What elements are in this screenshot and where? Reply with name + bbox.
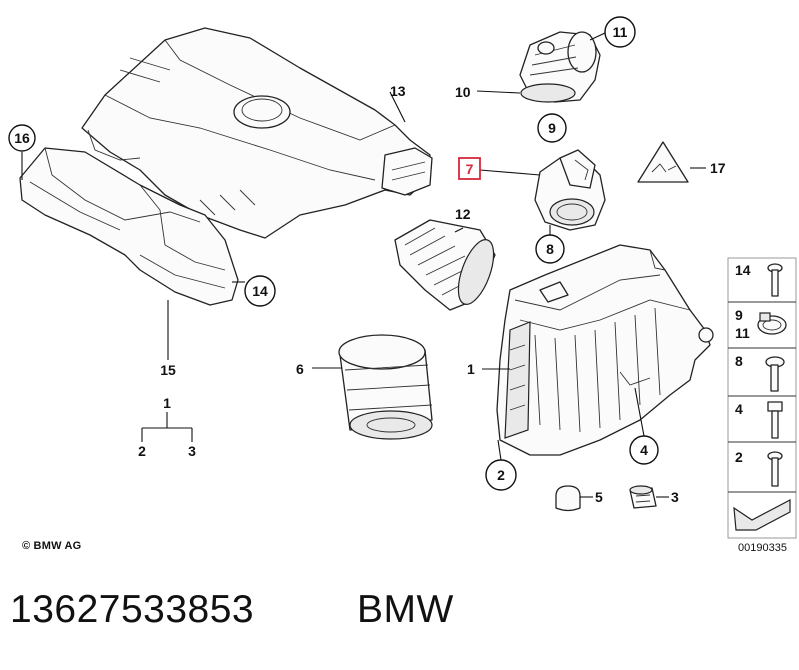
callout-8-label: 8 xyxy=(546,241,554,257)
leader-lines xyxy=(21,32,706,498)
intake-boot-part xyxy=(394,219,496,311)
grommet-part xyxy=(555,485,581,512)
side-row-3-label: 8 xyxy=(735,353,743,369)
side-row-4-label: 4 xyxy=(735,401,743,417)
image-code: 00190335 xyxy=(738,542,787,554)
arrow-icon xyxy=(733,499,791,531)
callout-17-label: 17 xyxy=(710,160,726,176)
tree-label-right: 3 xyxy=(188,443,196,459)
callout-11: 11 xyxy=(604,16,636,48)
callout-4-label: 4 xyxy=(640,442,648,458)
callout-1-label: 1 xyxy=(467,361,475,377)
callout-8: 8 xyxy=(535,234,565,264)
air-mass-meter-part xyxy=(534,149,606,231)
callout-16-label: 16 xyxy=(14,130,30,146)
side-row-2-label-a: 9 xyxy=(735,307,743,323)
tree-label-left: 2 xyxy=(138,443,146,459)
callout-2-label: 2 xyxy=(497,467,505,483)
callout-13-label: 13 xyxy=(390,83,406,99)
callout-3-label: 3 xyxy=(671,489,679,505)
callout-6-label: 6 xyxy=(296,361,304,377)
callout-15-label: 15 xyxy=(160,362,176,378)
callout-16: 16 xyxy=(8,124,36,152)
part-number: 13627533853 xyxy=(10,588,255,631)
hose-clamp-icon xyxy=(757,312,787,335)
callout-4: 4 xyxy=(629,435,659,465)
air-duct-lower-part xyxy=(19,147,239,306)
callout-9-label: 9 xyxy=(548,120,556,136)
side-row-5-label: 2 xyxy=(735,449,743,465)
screw-icon xyxy=(767,451,783,487)
tree-label-top: 1 xyxy=(163,395,171,411)
screw-icon xyxy=(765,356,785,392)
callout-12-label: 12 xyxy=(455,206,471,222)
side-row-2-label-b: 11 xyxy=(735,325,750,341)
intake-silencer-housing-part xyxy=(496,244,714,456)
fastener-panel: 14 9 11 8 4 2 xyxy=(727,257,797,539)
callout-14: 14 xyxy=(244,275,276,307)
callout-9: 9 xyxy=(537,113,567,143)
callout-7-highlighted: 7 xyxy=(458,157,481,180)
callout-2: 2 xyxy=(485,459,517,491)
air-duct-cover-part xyxy=(81,27,433,239)
rubber-damper-part xyxy=(629,485,657,509)
bolt-icon xyxy=(767,401,783,439)
callout-5-label: 5 xyxy=(595,489,603,505)
callout-11-label: 11 xyxy=(613,24,628,40)
copyright-text: © BMW AG xyxy=(22,540,82,552)
filter-element-part xyxy=(338,334,433,440)
callout-7-label: 7 xyxy=(466,161,474,177)
brand-name: BMW xyxy=(357,588,454,631)
side-row-1-label: 14 xyxy=(735,262,751,278)
intake-tube-part xyxy=(519,31,601,103)
screw-icon xyxy=(767,263,783,297)
callout-14-label: 14 xyxy=(252,283,268,299)
callout-10-label: 10 xyxy=(455,84,471,100)
warning-label-part xyxy=(637,141,689,183)
